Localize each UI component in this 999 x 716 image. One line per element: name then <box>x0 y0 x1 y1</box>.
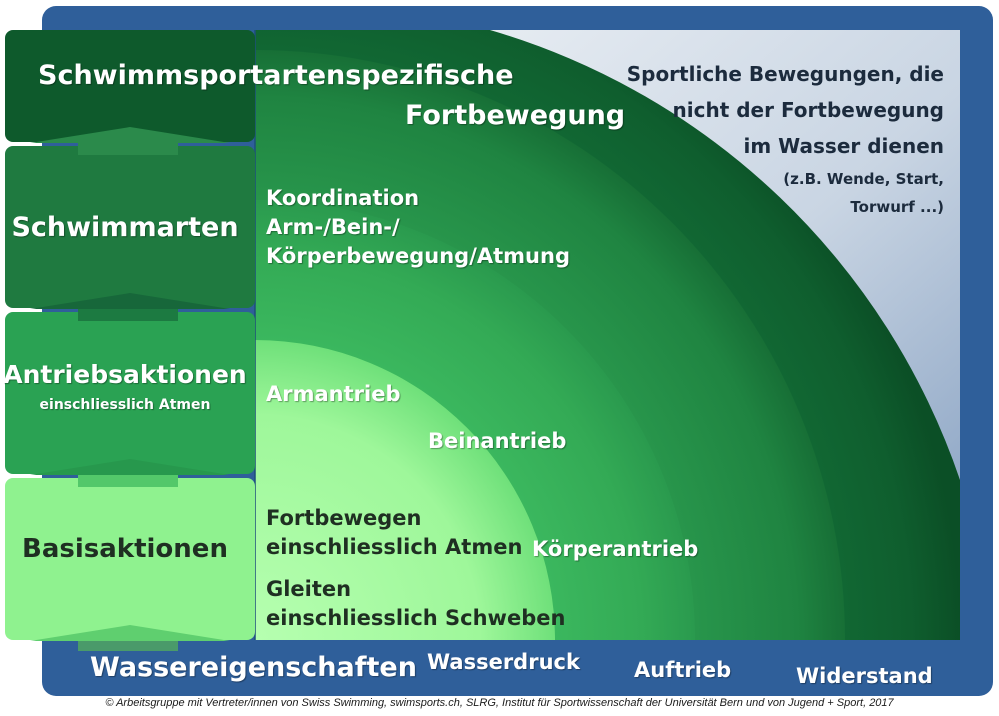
corner-line-5: Torwurf ...) <box>850 198 944 216</box>
basic-content-4: einschliesslich Schweben <box>266 606 566 630</box>
corner-text: Sportliche Bewegungen, die nicht der For… <box>627 56 944 220</box>
arrow-stem <box>78 309 178 321</box>
level-title-top: Schwimmsportartenspezifische <box>38 60 514 91</box>
water-buoyancy: Auftrieb <box>634 658 732 682</box>
arrow-stem <box>78 143 178 155</box>
arrow-icon <box>30 459 230 475</box>
water-title: Wassereigenschaften <box>90 652 417 683</box>
level-block-swim <box>5 146 255 308</box>
level-block-basic <box>5 478 255 640</box>
arrow-stem <box>78 641 178 651</box>
corner-line-2: nicht der Fortbewegung <box>672 98 944 122</box>
level-title-basic: Basisaktionen <box>22 534 228 564</box>
basic-content-1: Fortbewegen <box>266 506 422 530</box>
arrow-icon <box>30 625 230 641</box>
swim-content-3: Körperbewegung/Atmung <box>266 244 570 268</box>
copyright-footer: © Arbeitsgruppe mit Vertreter/innen von … <box>105 697 894 709</box>
corner-line-4: (z.B. Wende, Start, <box>783 170 944 188</box>
arrow-icon <box>30 127 230 143</box>
level-block-top <box>5 30 255 142</box>
swim-content-1: Koordination <box>266 186 420 210</box>
layer-basic-arc <box>255 340 555 640</box>
level-title-top-2: Fortbewegung <box>405 100 626 131</box>
drive-arm: Armantrieb <box>266 382 401 406</box>
swim-content-2: Arm-/Bein-/ <box>266 215 400 239</box>
corner-line-1: Sportliche Bewegungen, die <box>626 62 944 86</box>
level-title-swim: Schwimmarten <box>11 212 239 243</box>
level-subtitle-drive: einschliesslich Atmen <box>39 397 211 413</box>
drive-leg: Beinantrieb <box>428 429 567 453</box>
basic-content-2: einschliesslich Atmen <box>266 535 523 559</box>
basic-content-3: Gleiten <box>266 577 352 601</box>
arrow-stem <box>78 475 178 487</box>
corner-line-3: im Wasser dienen <box>743 134 944 158</box>
water-pressure: Wasserdruck <box>427 650 580 674</box>
level-title-drive: Antriebsaktionen <box>3 360 247 389</box>
level-block-drive <box>5 312 255 474</box>
arrow-icon <box>30 293 230 309</box>
water-resistance: Widerstand <box>796 664 933 688</box>
drive-body: Körperantrieb <box>532 537 699 561</box>
